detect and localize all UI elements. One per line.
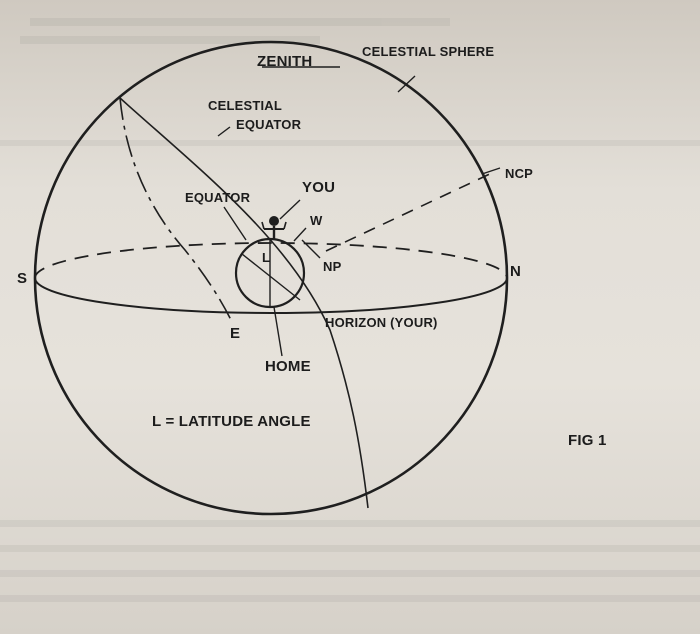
horizon-label: HORIZON (YOUR) bbox=[325, 315, 438, 330]
equator-pointer bbox=[223, 206, 247, 241]
home-label: HOME bbox=[265, 358, 311, 375]
celestial-sphere-pointer bbox=[397, 75, 416, 93]
e-label: E bbox=[230, 325, 240, 342]
np-pointer bbox=[301, 239, 321, 259]
you-pointer bbox=[279, 199, 301, 220]
ncp-label: NCP bbox=[505, 166, 533, 181]
meridian-arc bbox=[119, 97, 232, 321]
horizon-back-dashed bbox=[34, 242, 508, 279]
latitude-l-label: L bbox=[262, 250, 270, 265]
np-label: NP bbox=[323, 259, 342, 274]
zenith-label: ZENITH bbox=[257, 53, 312, 70]
celestial-equator-pointer bbox=[217, 126, 231, 137]
latitude-legend: L = LATITUDE ANGLE bbox=[152, 413, 311, 430]
ncp-pointer bbox=[481, 167, 501, 175]
w-label: W bbox=[310, 213, 323, 228]
fig-label: FIG 1 bbox=[568, 432, 607, 449]
w-pointer bbox=[293, 227, 307, 242]
ncp-axis-dashed bbox=[325, 171, 495, 252]
you-label: YOU bbox=[302, 179, 335, 196]
home-pointer bbox=[273, 306, 283, 357]
celestial-equator-label: EQUATOR bbox=[236, 117, 302, 132]
s-label: S bbox=[17, 270, 27, 287]
celestial-sphere-label: CELESTIAL SPHERE bbox=[362, 44, 494, 59]
horizon-front bbox=[34, 277, 508, 314]
earth-equator-line bbox=[241, 253, 301, 301]
equator-label: EQUATOR bbox=[185, 190, 251, 205]
n-label: N bbox=[510, 263, 521, 280]
observer-figure bbox=[261, 216, 287, 239]
celestial-label: CELESTIAL bbox=[208, 98, 282, 113]
celestial-equator-arc bbox=[119, 97, 369, 509]
background-text-smudge bbox=[0, 18, 700, 602]
